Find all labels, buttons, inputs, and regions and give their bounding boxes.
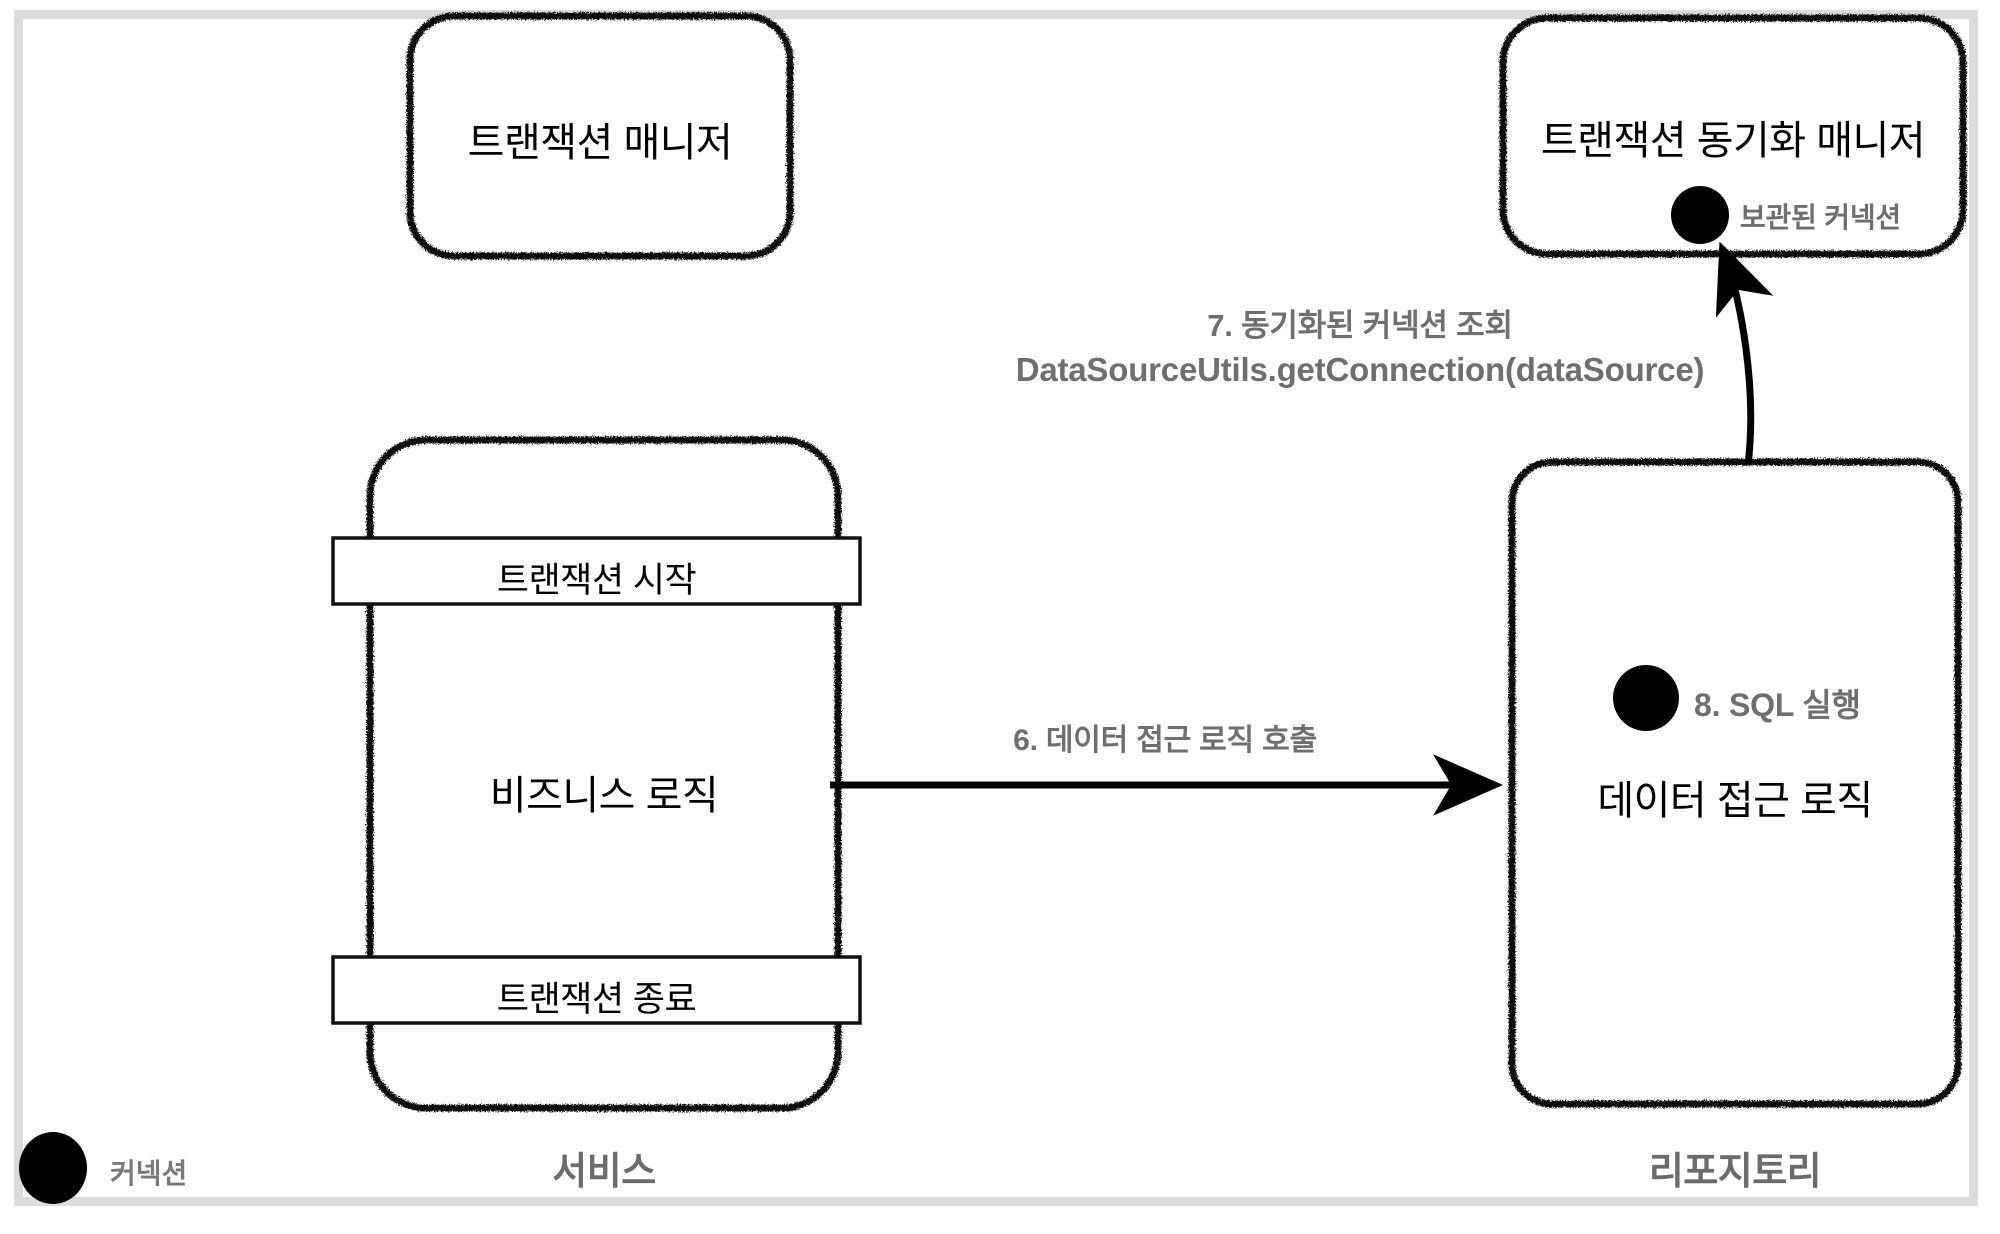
sync-lookup-label-line2: DataSourceUtils.getConnection(dataSource… [1015,351,1705,388]
transaction-end-bar[interactable] [331,955,862,1025]
service-to-repository-label: 6. 데이터 접근 로직 호출 [1013,724,1317,757]
stored-connection-dot [1671,186,1729,244]
repository-box[interactable] [1508,458,1962,1108]
sql-execution-label: 8. SQL 실행 [1694,687,1861,723]
sync-lookup-label-line1: 7. 동기화된 커넥션 조회 [1207,308,1513,343]
repository-to-sync-manager-arrow [1715,241,1774,466]
data-access-logic-label: 데이터 접근 로직 [1597,779,1873,823]
transaction-manager-label: 트랜잭션 매니저 [467,121,733,165]
transaction-sync-manager-label: 트랜잭션 동기화 매니저 [1540,119,1926,163]
stored-connection-label: 보관된 커넥션 [1740,202,1901,233]
transaction-start-label: 트랜잭션 시작 [496,561,697,600]
sql-execution-dot [1613,665,1679,731]
repository-to-sync-manager-label: 7. 동기화된 커넥션 조회 DataSourceUtils.getConnec… [960,300,1760,389]
transaction-start-bar[interactable] [331,536,862,606]
service-box[interactable] [366,436,842,1112]
transaction-end-label: 트랜잭션 종료 [496,980,697,1019]
legend-connection-dot [19,1132,87,1204]
service-lane-label: 서비스 [552,1151,656,1193]
legend-connection-label: 커넥션 [110,1158,188,1189]
repository-lane-label: 리포지토리 [1648,1151,1822,1193]
business-logic-label: 비즈니스 로직 [489,774,719,818]
transaction-manager-box[interactable] [406,12,794,260]
